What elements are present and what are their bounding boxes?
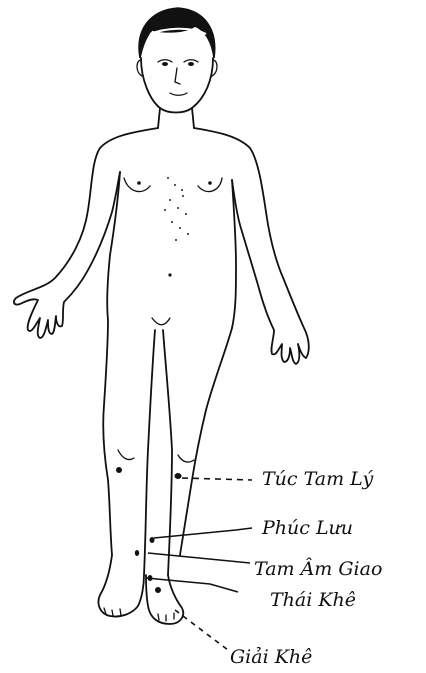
label-tam-am-giao: Tam Âm Giao xyxy=(254,557,382,580)
left-breast xyxy=(124,178,150,192)
leader-tam-am-giao xyxy=(148,553,250,563)
torso-left xyxy=(103,320,112,555)
point-tam-am-giao xyxy=(135,550,139,556)
chest-texture xyxy=(164,177,189,241)
label-thai-khe: Thái Khê xyxy=(270,589,356,611)
left-foot xyxy=(98,555,144,617)
label-tuc-tam-ly: Túc Tam Lý xyxy=(262,468,373,490)
point-tuc-tam-ly xyxy=(175,473,182,479)
right-arm xyxy=(194,128,309,364)
inner-leg-right xyxy=(163,330,172,575)
left-arm xyxy=(14,128,158,338)
point-labels: Túc Tam Lý Phúc Lưu Tam Âm Giao Thái Khê… xyxy=(230,468,382,668)
leader-lines xyxy=(146,478,252,650)
torso-right xyxy=(180,328,232,555)
left-eye xyxy=(158,60,172,62)
label-phuc-luu: Phúc Lưu xyxy=(261,517,353,539)
point-giai-khe xyxy=(155,587,161,593)
right-foot xyxy=(146,575,183,624)
face xyxy=(141,58,213,113)
point-phuc-luu xyxy=(150,537,155,543)
leader-phuc-luu xyxy=(154,528,252,538)
label-giai-khe: Giải Khê xyxy=(230,646,312,668)
right-eye xyxy=(184,60,198,62)
point-knee-left xyxy=(116,467,122,473)
